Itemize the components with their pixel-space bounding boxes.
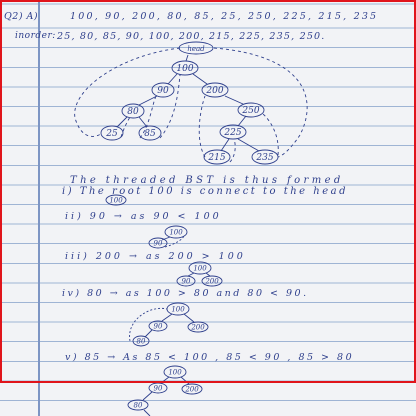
step-2: ii) 90 → as 90 < 100	[65, 211, 222, 222]
head-label: head	[187, 45, 205, 53]
node-25	[100, 125, 124, 141]
tree-edges	[116, 73, 260, 152]
t5-a-label: 100	[168, 369, 182, 377]
node-200-label: 200	[205, 86, 223, 96]
edge-head-100	[185, 54, 189, 62]
step-5: v) 85 → As 85 < 100 , 85 < 90 , 85 > 80	[65, 352, 355, 363]
t5-b-label: 90	[154, 385, 163, 393]
thread-links	[74, 47, 308, 163]
node-225	[219, 124, 247, 140]
node-250-label: 250	[241, 106, 259, 116]
t4-node-80	[132, 335, 150, 347]
node-100	[171, 60, 199, 76]
t3-a-label: 100	[193, 265, 207, 273]
step1-node-100	[105, 194, 127, 206]
node-100-label: 100	[176, 64, 193, 74]
t4-a-label: 100	[171, 306, 185, 314]
step-3: iii) 200 → as 200 > 100	[65, 251, 246, 262]
inorder-values: 25, 80, 85, 90, 100, 200, 215, 225, 235,…	[57, 31, 326, 42]
margin-line	[38, 0, 40, 416]
t3-b-label: 90	[182, 278, 191, 286]
node-90	[151, 82, 175, 98]
node-215-label: 215	[207, 153, 225, 163]
t4-node-200	[187, 321, 209, 333]
node-85-label: 85	[144, 129, 156, 139]
t5-node-90	[148, 382, 168, 394]
t4-c-label: 200	[190, 324, 205, 332]
step-1: i) The root 100 is connect to the head	[62, 186, 348, 197]
question-label: Q2) A)	[4, 11, 39, 22]
t5-node-80	[127, 399, 149, 411]
node-225-label: 225	[223, 128, 241, 138]
node-250	[237, 102, 265, 118]
step-4: iv) 80 → as 100 > 80 and 80 < 90.	[62, 288, 309, 299]
t2-node-90	[148, 237, 168, 249]
t5-node-200	[181, 383, 203, 395]
t2-node-100	[164, 225, 188, 239]
t4-d-label: 80	[137, 338, 146, 346]
t4-node-90	[148, 320, 168, 332]
t5-node-100	[163, 365, 187, 379]
t4-b-label: 90	[154, 323, 163, 331]
t2-a-label: 100	[169, 229, 183, 237]
t3-c-label: 200	[204, 278, 219, 286]
t2-b-label: 90	[154, 240, 163, 248]
t3-node-100	[188, 261, 212, 275]
node-90-label: 90	[157, 86, 169, 96]
node-215	[203, 149, 231, 165]
node-200	[201, 82, 229, 98]
inorder-label: inorder:	[15, 31, 56, 41]
node-80-label: 80	[127, 107, 139, 117]
node-80	[121, 103, 145, 119]
step1-node-label: 100	[109, 197, 123, 205]
node-85	[138, 125, 162, 141]
question-sequence: 100, 90, 200, 80, 85, 25, 250, 225, 215,…	[70, 11, 379, 22]
t5-d-label: 80	[134, 402, 143, 410]
t3-node-200	[201, 275, 223, 287]
t5-c-label: 200	[184, 386, 199, 394]
node-25-label: 25	[105, 129, 118, 139]
node-235-label: 235	[255, 153, 273, 163]
t3-node-90	[176, 275, 196, 287]
threaded-heading: The threaded BST is thus formed	[70, 175, 344, 186]
